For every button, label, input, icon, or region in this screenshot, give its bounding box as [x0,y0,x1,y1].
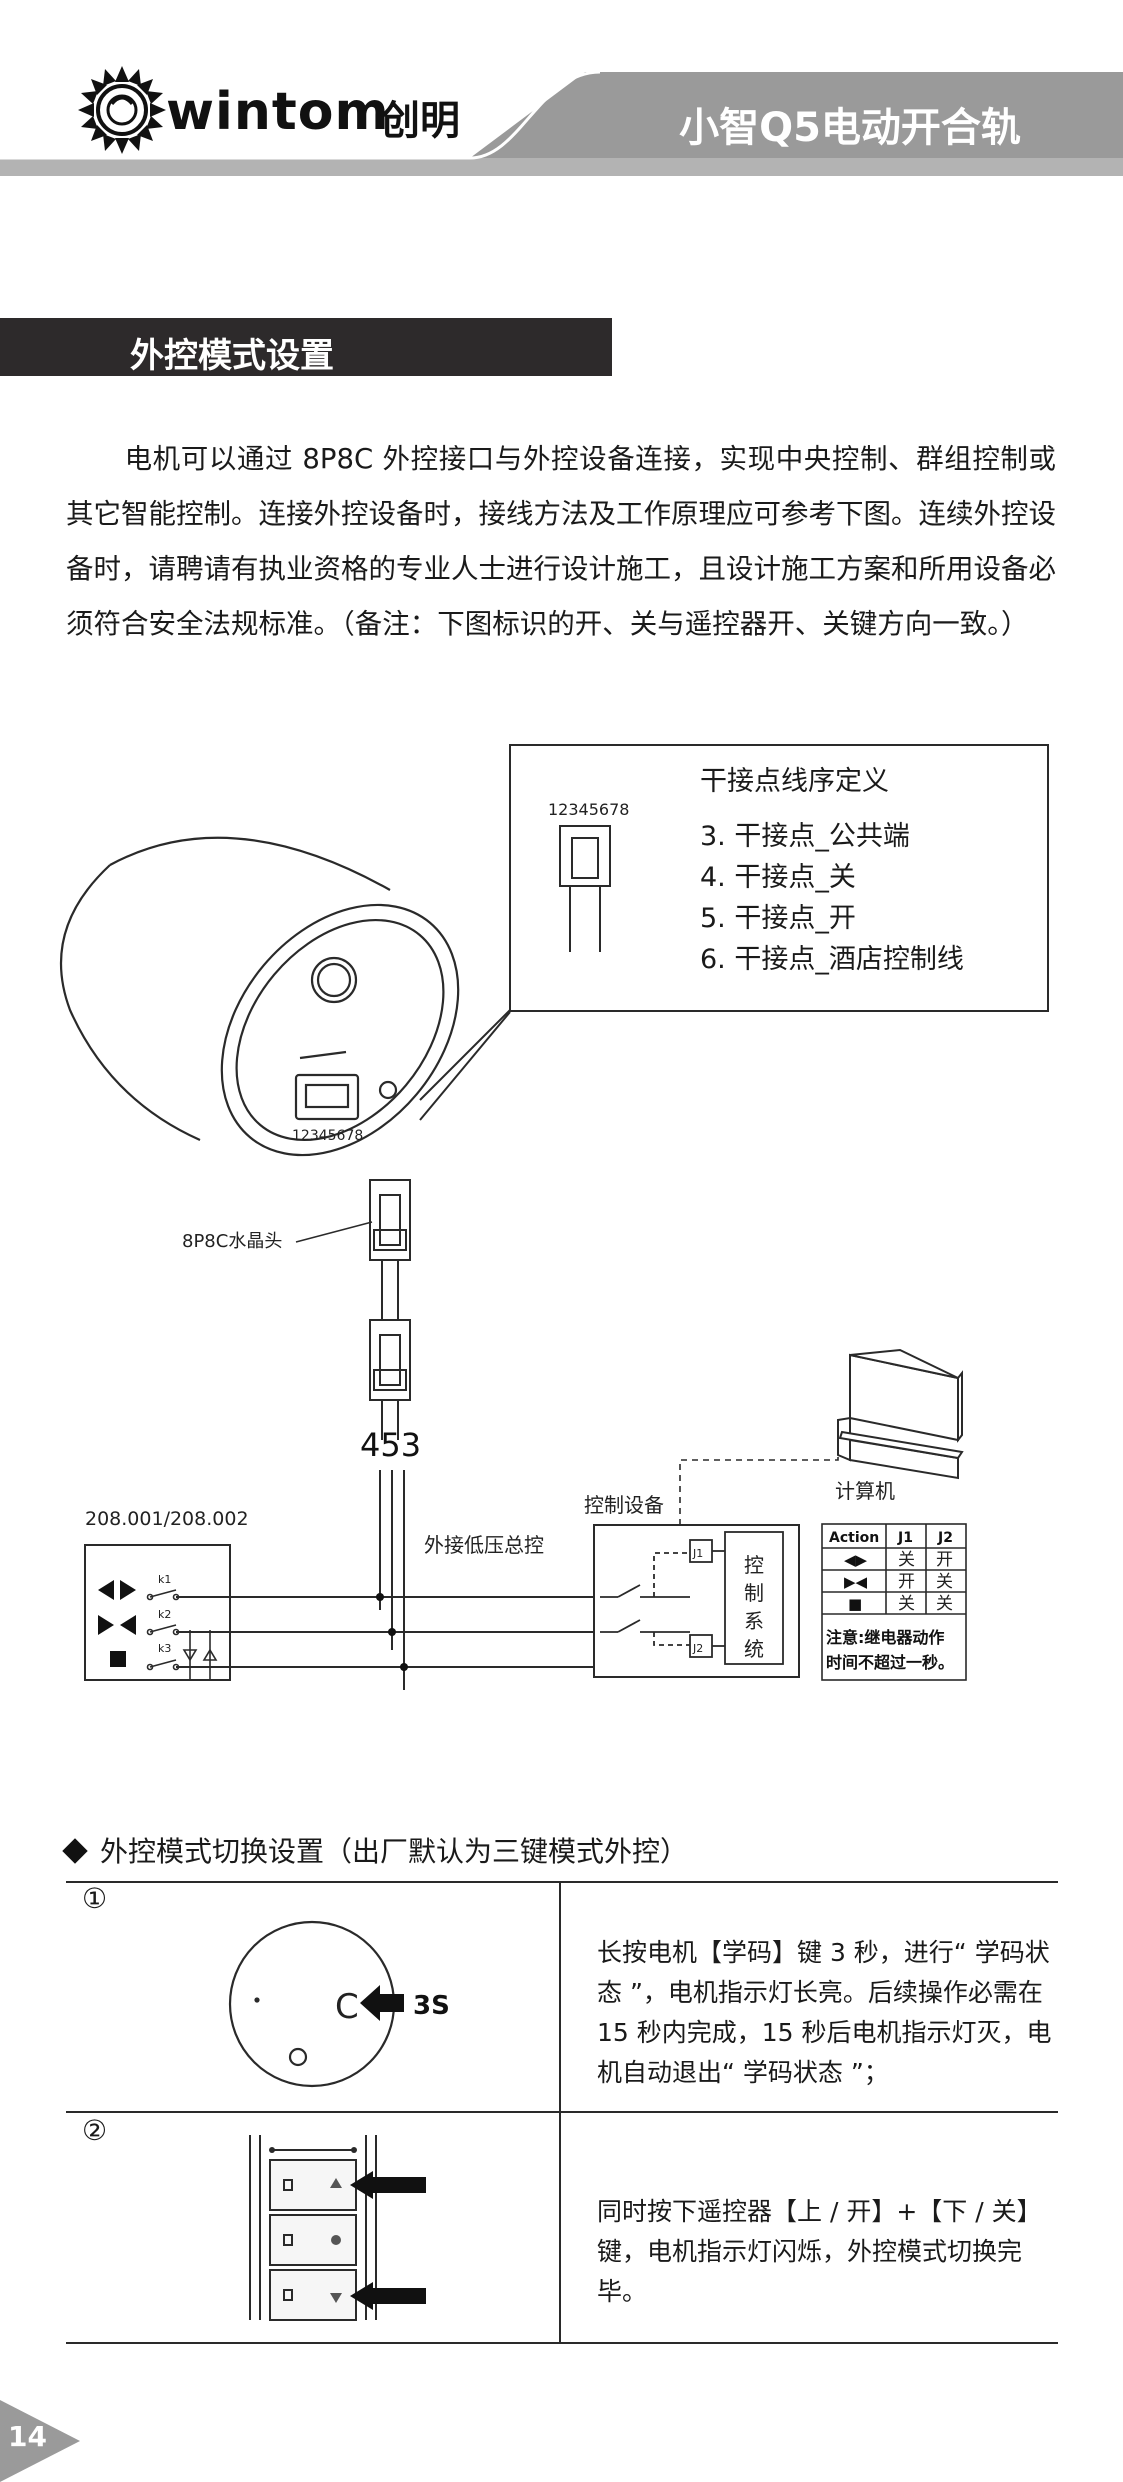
svg-text:■: ■ [848,1595,862,1613]
svg-text:统: 统 [744,1637,764,1661]
sun-logo-icon [78,66,166,154]
cable-connectors [369,1179,411,1440]
switch-open-icon [98,1580,136,1600]
stop-key-icon [331,2235,341,2245]
svg-text:系: 系 [744,1609,764,1633]
callout-line-4: 4. 干接点_关 [700,862,856,893]
callout-line-6: 6. 干接点_酒店控制线 [700,944,964,975]
step-1-number: ① [82,1882,108,1915]
svg-text:J1: J1 [692,1547,703,1560]
mode-switch-heading-text: 外控模式切换设置（出厂默认为三键模式外控） [100,1835,689,1868]
motor-pin-label: 12345678 [292,1128,363,1144]
page-number-tab [0,2400,80,2482]
computer-icon [837,1348,964,1480]
mode-switch-heading: 外控模式切换设置（出厂默认为三键模式外控） [60,1830,688,1870]
svg-text:k3: k3 [158,1642,171,1655]
diamond-bullet-icon [62,1838,88,1864]
header-band [0,66,1123,176]
svg-text:开: 开 [936,1550,953,1570]
svg-text:关: 关 [898,1594,915,1614]
intro-text: 电机可以通过 8P8C 外控接口与外控设备连接，实现中央控制、群组控制或其它智能… [66,443,1056,640]
svg-text:k1: k1 [158,1573,171,1586]
bus-label: 外接低压总控 [424,1533,544,1557]
wire-number: 453 [360,1426,421,1464]
arrow-up-key-icon [350,2171,426,2199]
control-device-box [593,1524,800,1678]
product-title: 小智Q5电动开合轨 [679,105,1021,151]
up-key-icon [330,2178,342,2188]
svg-text:◀▶: ◀▶ [844,1551,868,1569]
svg-text:控: 控 [744,1553,764,1577]
connector-label: 8P8C水晶头 [182,1231,282,1252]
brand-name: wintom [166,82,390,142]
step-1-text: 长按电机【学码】键 3 秒，进行“ 学码状态 ”，电机指示灯长亮。后续操作必需在… [597,1938,1052,2087]
svg-text:J2: J2 [692,1642,703,1655]
svg-text:关: 关 [936,1594,953,1614]
switch-stop-icon [110,1651,126,1667]
wiring-diagram: 12345678 12345678 干接点线序定义 3. 干接点_公共端 4. … [59,744,1049,1690]
mode-switch-table: C 3S [66,1881,1058,2344]
box-pin-label: 12345678 [548,800,629,819]
intro-paragraph: 电机可以通过 8P8C 外控接口与外控设备连接，实现中央控制、群组控制或其它智能… [66,432,1056,652]
down-key-icon [330,2293,342,2303]
svg-text:Action: Action [829,1530,879,1546]
arrow-down-key-icon [350,2282,426,2310]
page-number: 14 [8,2420,47,2453]
section-title: 外控模式设置 [130,336,334,376]
svg-text:▶◀: ▶◀ [844,1573,868,1591]
svg-text:制: 制 [744,1581,764,1605]
brand-chinese-name: 创明 [380,98,460,144]
svg-text:J2: J2 [937,1530,953,1546]
motor-cylinder [59,836,460,1157]
svg-text:开: 开 [898,1572,915,1592]
callout-title: 干接点线序定义 [700,766,889,797]
callout-line-3: 3. 干接点_公共端 [700,821,910,852]
step-2-number: ② [82,2114,108,2147]
rj45-plug-icon [559,825,611,952]
svg-text:关: 关 [898,1550,915,1570]
svg-text:关: 关 [936,1572,953,1592]
step-2-text: 同时按下遥控器【上 / 开】+【下 / 关】键，电机指示灯闪烁，外控模式切换完毕… [597,2197,1042,2306]
arrow-left-icon [360,1985,404,2021]
svg-text:时间不超过一秒。: 时间不超过一秒。 [826,1653,954,1672]
computer-label: 计算机 [835,1479,895,1503]
svg-text:注意:继电器动作: 注意:继电器动作 [826,1628,944,1647]
hold-duration-badge: 3S [413,1991,450,2021]
switch-close-icon [98,1615,136,1635]
remote-control-icon [249,2135,377,2321]
learn-button-icon: C [335,1987,359,2027]
section-bar [0,318,612,376]
control-device-label: 控制设备 [584,1493,664,1517]
svg-text:k2: k2 [158,1608,171,1621]
callout-line-5: 5. 干接点_开 [700,903,856,934]
pin-definition-box [509,744,1049,1012]
switch-model: 208.001/208.002 [85,1508,249,1530]
svg-text:J1: J1 [897,1530,913,1546]
action-table [821,1523,967,1681]
